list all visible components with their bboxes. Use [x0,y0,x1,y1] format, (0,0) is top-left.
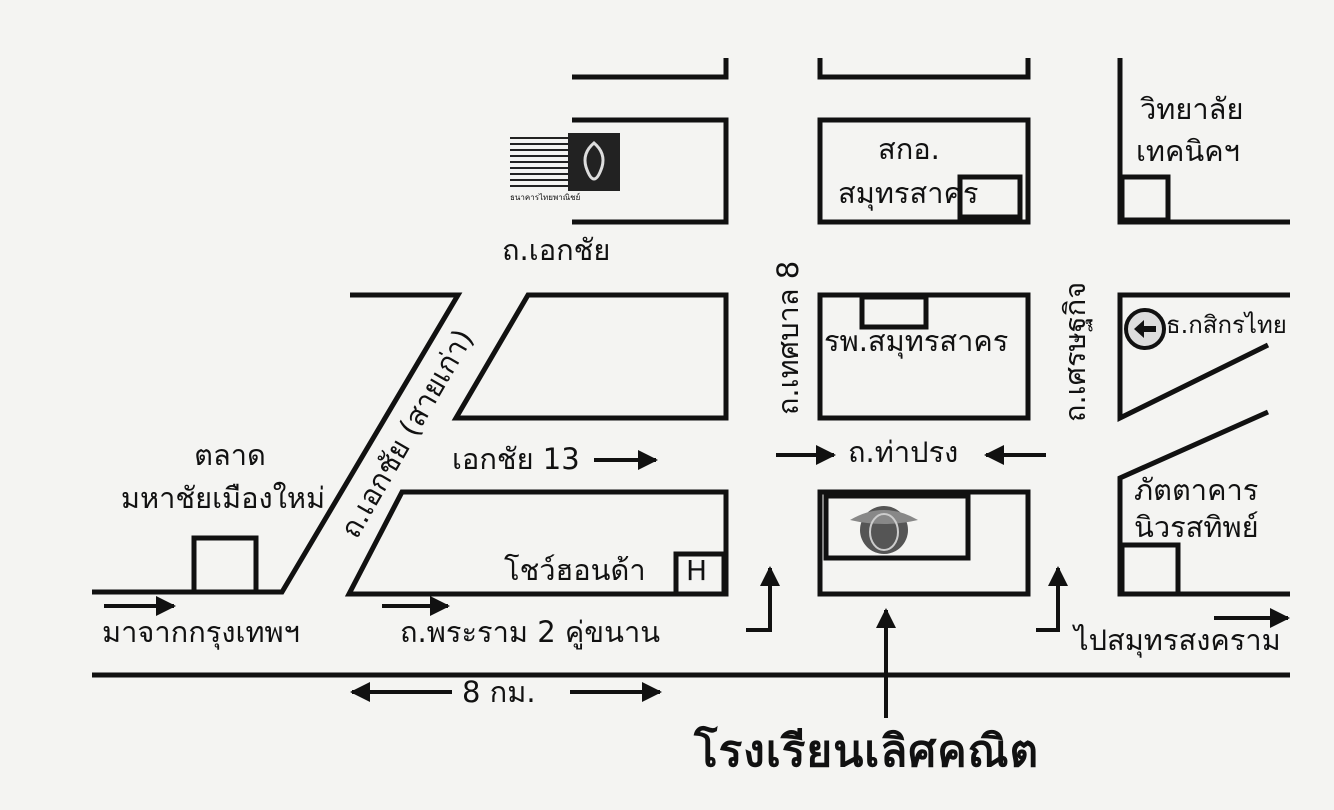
building-school [823,493,971,561]
label-hospital: รพ.สมุทรสาคร [824,324,1009,358]
block-ekachai13-north [451,292,729,421]
arrow-turn-tessaban8 [746,566,780,632]
label-college-line1: วิทยาลัย [1140,92,1244,126]
building-hospital [859,294,929,330]
building-college [1119,174,1171,223]
label-kbank: ธ.กสิกรไทย [1166,311,1287,339]
label-road-rama2: ถ.พระราม 2 คู่ขนาน [400,615,661,649]
building-sko [957,174,1023,220]
label-road-tha-prong: ถ.ท่าปรง [848,435,959,469]
road-ekachai-old-west [92,292,463,595]
school-logo-icon [850,506,918,554]
block-sko [817,117,1031,225]
label-distance: 8 กม. [462,675,536,709]
block-restaurant [1117,409,1290,597]
label-restaurant-line2: นิวรสทิพย์ [1134,510,1259,544]
label-from-bangkok: มาจากกรุงเทพฯ [102,615,300,649]
label-road-tessaban8: ถ.เทศบาล 8 [771,260,806,416]
label-soi-ekachai13: เอกชัย 13 [452,442,580,476]
block-top-left [572,58,729,80]
arrow-turn-setthakit [1036,566,1068,632]
label-restaurant-line1: ภัตตาคาร [1134,473,1259,507]
label-market-line1: ตลาด [194,438,266,472]
school-title: โรงเรียนเลิศคณิต [694,726,1040,777]
scb-caption: ธนาคารไทยพาณิชย์ [510,193,581,202]
block-school [817,489,1031,597]
block-kbank [1117,292,1290,423]
label-market-line2: มหาชัยเมืองใหม่ [120,481,326,515]
building-restaurant [1119,542,1181,597]
block-scb [572,117,729,225]
scb-logo-icon [510,133,620,191]
label-to-samut-songkhram: ไปสมุทรสงคราม [1074,623,1281,657]
label-showroom: โชว์ฮอนด้า [504,553,646,587]
building-honda [673,551,727,597]
label-sko-line1: สกอ. [878,132,940,166]
label-road-setthakit: ถ.เศรษฐกิจ [1058,281,1093,423]
label-road-ekachai: ถ.เอกชัย [502,233,611,267]
building-market [191,535,259,595]
block-top-middle [817,58,1031,80]
kbank-logo-icon [1124,308,1166,350]
hotel-icon: H [686,554,708,587]
label-sko-line2: สมุทรสาคร [838,176,979,210]
label-college-line2: เทคนิคฯ [1136,134,1240,168]
